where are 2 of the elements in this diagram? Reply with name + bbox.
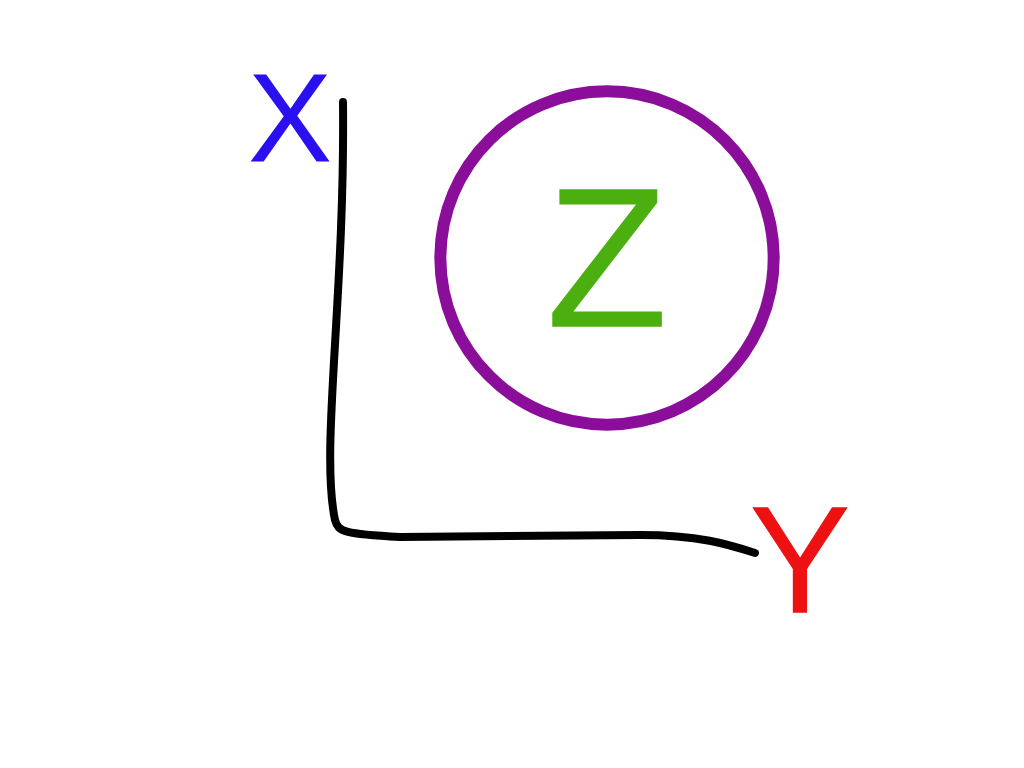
circled-letter: Z — [434, 85, 780, 431]
axis-letter: Y — [752, 507, 848, 613]
